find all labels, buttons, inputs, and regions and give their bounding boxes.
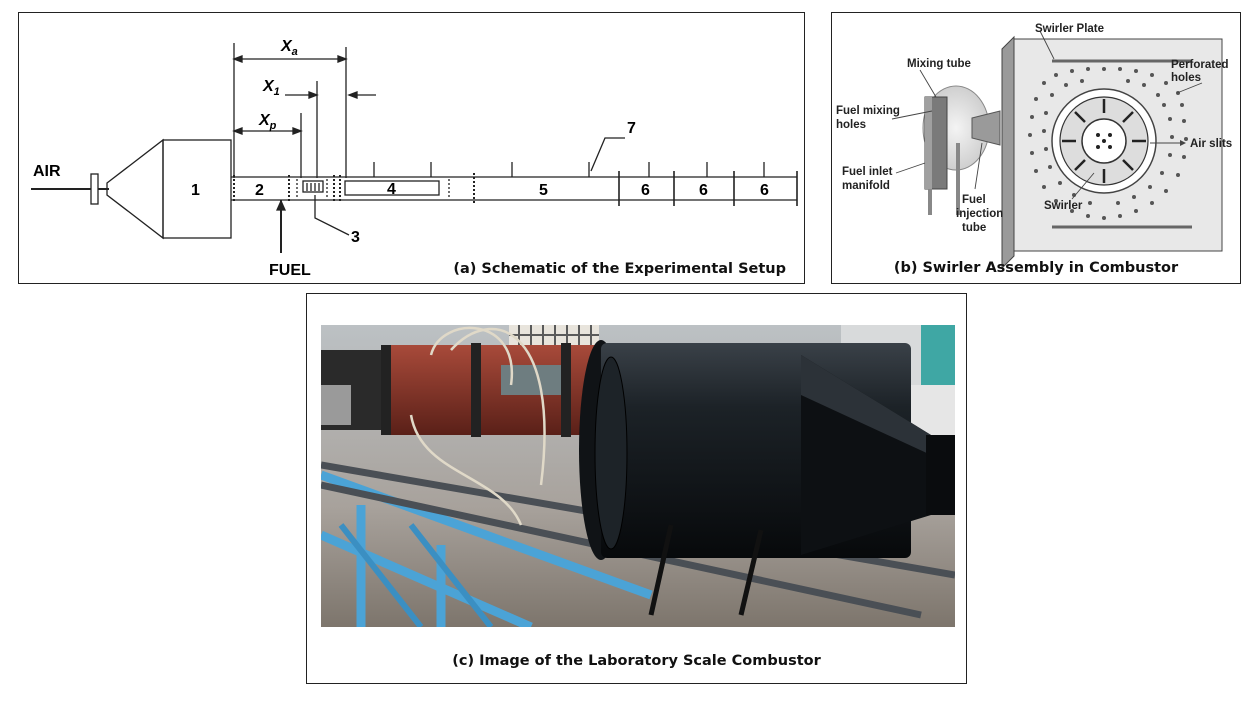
plenum-box: [162, 139, 232, 239]
air-nozzle: [90, 173, 99, 205]
x1-label: X1: [262, 78, 280, 98]
label-swirler-plate: Swirler Plate: [1035, 23, 1104, 35]
label-swirler: Swirler: [1044, 200, 1083, 212]
xa-label: Xa: [280, 38, 298, 58]
label-fuel-injection-1: Fuel: [962, 194, 986, 206]
label-fuel-mixing-1: Fuel mixing: [836, 105, 900, 117]
label-fuel-injection-2: injection: [956, 208, 1003, 220]
section-6b-label: 6: [699, 182, 708, 199]
label-perforated-2: holes: [1171, 72, 1201, 84]
label-fuel-injection-3: tube: [962, 222, 986, 234]
label-air-slits: Air slits: [1190, 138, 1232, 150]
section-5-label: 5: [539, 182, 548, 199]
label-mixing-tube: Mixing tube: [907, 58, 971, 70]
section-2-label: 2: [255, 182, 264, 199]
window-box: [344, 180, 440, 196]
plenum-cone: [106, 138, 164, 240]
caption-schematic: (a) Schematic of the Experimental Setup: [453, 261, 786, 277]
section-6a-label: 6: [641, 182, 650, 199]
fuel-label: FUEL: [269, 262, 311, 279]
panel-swirler: Swirler Plate Perforated holes Mixing tu…: [831, 12, 1241, 284]
label-fuel-inlet-2: manifold: [842, 180, 890, 192]
swirler-plate-edge: [1001, 35, 1015, 270]
swirler-box: [302, 180, 324, 193]
caption-photo: (c) Image of the Laboratory Scale Combus…: [452, 653, 821, 669]
section-6c-label: 6: [760, 182, 769, 199]
section-1-label: 1: [191, 182, 200, 199]
schematic-diagram: AIR FUEL Xa X1 Xp 1 2 3 4 5 6 6 6 7: [31, 38, 798, 279]
air-label: AIR: [33, 163, 61, 180]
label-fuel-inlet-1: Fuel inlet: [842, 166, 893, 178]
swirler-diagram: Swirler Plate Perforated holes Mixing tu…: [836, 23, 1232, 270]
label-perforated-1: Perforated: [1171, 59, 1229, 71]
section-3-label: 3: [351, 229, 360, 246]
panel-photo: (c) Image of the Laboratory Scale Combus…: [306, 293, 967, 684]
section-4-label: 4: [387, 181, 396, 198]
panel-schematic: AIR FUEL Xa X1 Xp 1 2 3 4 5 6 6 6 7 (a) …: [18, 12, 805, 284]
xp-label: Xp: [258, 112, 277, 132]
caption-swirler: (b) Swirler Assembly in Combustor: [893, 260, 1179, 276]
label-fuel-mixing-2: holes: [836, 119, 866, 131]
combustor-photo: [321, 325, 955, 627]
section-7-label: 7: [627, 120, 636, 137]
